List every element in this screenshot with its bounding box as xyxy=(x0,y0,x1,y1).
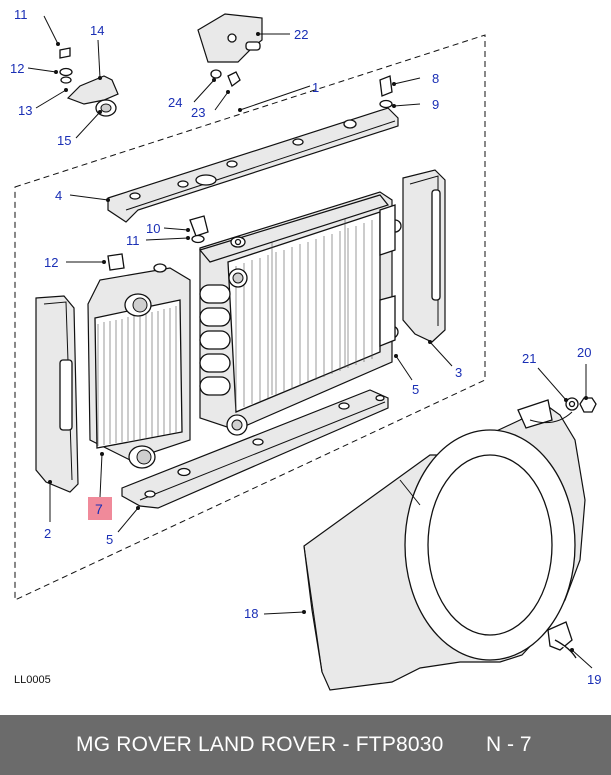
callout-15: 13 xyxy=(18,103,32,118)
footer-title: MG ROVER LAND ROVER - FTP8030 xyxy=(76,733,444,756)
callout-14: 12 xyxy=(10,61,24,76)
intercooler-fins xyxy=(97,306,177,446)
callout-8: 8 xyxy=(432,71,439,86)
highlighted-part-number: 7 xyxy=(95,501,103,517)
callout-3: 3 xyxy=(455,365,462,380)
diagram-code: LL0005 xyxy=(14,674,51,686)
callout-17: 15 xyxy=(57,133,71,148)
radiator-left-core xyxy=(199,284,231,396)
bottom-rail-part xyxy=(121,389,389,509)
radiator-part xyxy=(198,191,402,436)
callout-9: 9 xyxy=(432,97,439,112)
bolt-washer-parts xyxy=(379,75,393,109)
highlight-box xyxy=(88,497,112,520)
intercooler-part xyxy=(87,263,191,469)
footer-page-number: N - 7 xyxy=(486,733,532,756)
highlighted-part-callout[interactable]: 7 xyxy=(88,497,112,520)
callout-19: 19 xyxy=(587,672,601,687)
small-bracket-assembly xyxy=(59,47,119,117)
callout-21: 21 xyxy=(522,351,536,366)
nut-washer-parts xyxy=(565,397,597,413)
top-rail-part xyxy=(107,107,399,223)
leader-lines xyxy=(27,15,593,669)
callout-16: 14 xyxy=(90,23,104,38)
assembly-boundary xyxy=(14,34,486,601)
callout-2: 2 xyxy=(44,526,51,541)
callout-1: 1 xyxy=(312,80,319,95)
right-side-deflector-part xyxy=(402,169,446,343)
callout-24: 24 xyxy=(168,95,182,110)
radiator-fins xyxy=(235,215,373,410)
fan-cowl-part xyxy=(303,399,586,691)
callout-11-label: 11 xyxy=(126,233,140,248)
clip-part xyxy=(547,621,577,659)
callout-20: 20 xyxy=(577,345,591,360)
left-side-deflector-part xyxy=(35,295,79,493)
leader-dots xyxy=(48,32,588,652)
callout-10: 10 xyxy=(146,221,160,236)
callout-18: 18 xyxy=(244,606,258,621)
callout-22: 22 xyxy=(294,27,308,42)
upper-bracket-part xyxy=(197,13,263,88)
caps-plugs-parts xyxy=(107,215,209,271)
callout-5-label: 5 xyxy=(106,532,113,547)
callout-6: 5 xyxy=(412,382,419,397)
callout-12-label: 12 xyxy=(44,255,58,270)
parts-diagram: 11 14 12 13 15 22 24 23 1 8 9 4 10 11 11… xyxy=(10,7,601,691)
footer-bar: MG ROVER LAND ROVER - FTP8030 N - 7 xyxy=(0,715,611,775)
callout-13: 11 xyxy=(14,7,28,22)
callout-23: 23 xyxy=(191,105,205,120)
callout-4: 4 xyxy=(55,188,62,203)
